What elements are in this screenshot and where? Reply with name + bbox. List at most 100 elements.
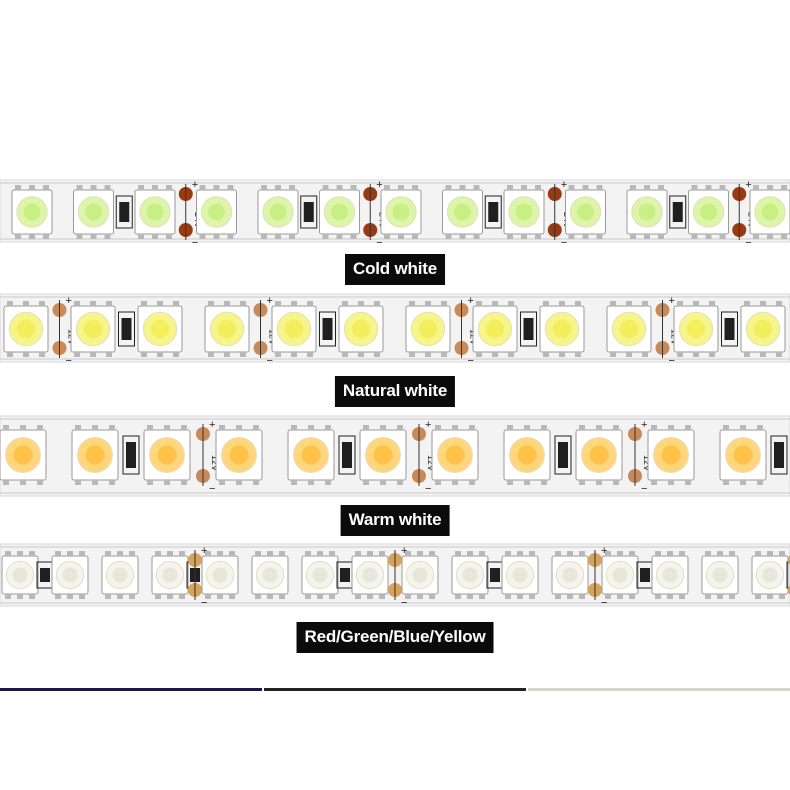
led-pin <box>655 551 661 556</box>
led-pin <box>379 551 385 556</box>
led-pin <box>374 301 380 306</box>
led-pin <box>693 301 699 306</box>
led-pin <box>455 551 461 556</box>
led-pin <box>679 551 685 556</box>
led-pin <box>147 425 153 430</box>
led-die <box>515 203 533 221</box>
led-pin <box>575 352 581 357</box>
resistor <box>640 568 650 582</box>
led-pin <box>267 551 273 556</box>
led-pin <box>541 425 547 430</box>
led-chip <box>431 425 479 485</box>
led-pin <box>55 551 61 556</box>
led-chip <box>359 425 407 485</box>
led-die <box>661 445 681 465</box>
led-chip <box>257 185 299 239</box>
led-pin <box>469 425 475 430</box>
led-pin <box>29 551 35 556</box>
led-pin <box>642 301 648 306</box>
led-pin <box>723 425 729 430</box>
led-pin <box>677 352 683 357</box>
led-pin <box>691 234 698 239</box>
led-chip <box>287 425 335 485</box>
resistor-outline <box>300 195 318 229</box>
led-pin <box>596 480 602 485</box>
voltage-mark: 12V <box>426 455 436 471</box>
led-pin <box>255 551 261 556</box>
led-pin <box>75 480 81 485</box>
led-pin <box>575 301 581 306</box>
led-chip <box>204 301 250 357</box>
led-pin <box>767 185 773 190</box>
led-pin <box>37 480 43 485</box>
led-pin <box>582 185 589 190</box>
led-chip <box>251 551 289 599</box>
led-pin <box>291 352 297 357</box>
led-pin <box>167 551 173 556</box>
led-pin <box>317 594 323 599</box>
led-pin <box>685 480 691 485</box>
led-chip <box>719 425 767 485</box>
led-pin <box>384 185 390 190</box>
led-pin <box>492 352 498 357</box>
led-pin <box>104 234 111 239</box>
led-chip <box>11 185 53 239</box>
led-pin <box>164 425 170 430</box>
led-pin <box>166 185 172 190</box>
led-die <box>284 319 304 339</box>
led-pin <box>3 425 9 430</box>
led-pin <box>658 185 664 190</box>
led-pin <box>541 480 547 485</box>
led-pin <box>275 234 281 239</box>
resistor-outline <box>786 561 790 589</box>
resistor <box>322 318 333 340</box>
led-pin <box>779 594 785 599</box>
led-pin <box>29 594 35 599</box>
led-pin <box>507 480 513 485</box>
led-pin <box>709 352 715 357</box>
led-pin <box>507 234 513 239</box>
led-pin <box>117 594 123 599</box>
led-pin <box>476 301 482 306</box>
led-chip <box>503 425 551 485</box>
led-die <box>753 319 773 339</box>
led-pin <box>358 301 364 306</box>
led-pin <box>92 425 98 430</box>
led-chip <box>70 301 116 357</box>
led-pin <box>740 480 746 485</box>
led-chip <box>601 551 639 599</box>
led-pin <box>417 551 423 556</box>
led-pin <box>5 551 11 556</box>
resistor-outline <box>520 311 537 347</box>
led-strip-warm-white: 12V+−12V+−12V+−12V+− <box>0 414 790 498</box>
led-pin <box>279 551 285 556</box>
led-pin <box>429 594 435 599</box>
led-pin <box>15 185 21 190</box>
plus-mark: + <box>561 179 567 191</box>
voltage-mark: 12V <box>642 455 652 471</box>
led-chip <box>51 551 89 599</box>
led-die <box>62 567 78 583</box>
led-chip <box>101 551 139 599</box>
led-pin <box>367 551 373 556</box>
resistor <box>774 442 784 468</box>
led-pin <box>29 185 35 190</box>
led-pin <box>79 551 85 556</box>
led-pin <box>473 185 480 190</box>
led-pin <box>307 301 313 306</box>
led-pin <box>535 234 541 239</box>
led-pin <box>668 480 674 485</box>
led-pin <box>425 352 431 357</box>
led-pin <box>508 352 514 357</box>
strip-graphic: 12V+−12V+−12V+−12V+− <box>0 293 790 367</box>
led-pin <box>17 594 23 599</box>
led-pin <box>240 301 246 306</box>
led-chip <box>647 425 695 485</box>
minus-mark: − <box>601 597 607 609</box>
minus-mark: − <box>192 237 198 248</box>
led-pin <box>679 594 685 599</box>
led-pin <box>164 480 170 485</box>
led-pin <box>363 480 369 485</box>
led-pin <box>644 234 650 239</box>
resistor-outline <box>338 435 356 475</box>
